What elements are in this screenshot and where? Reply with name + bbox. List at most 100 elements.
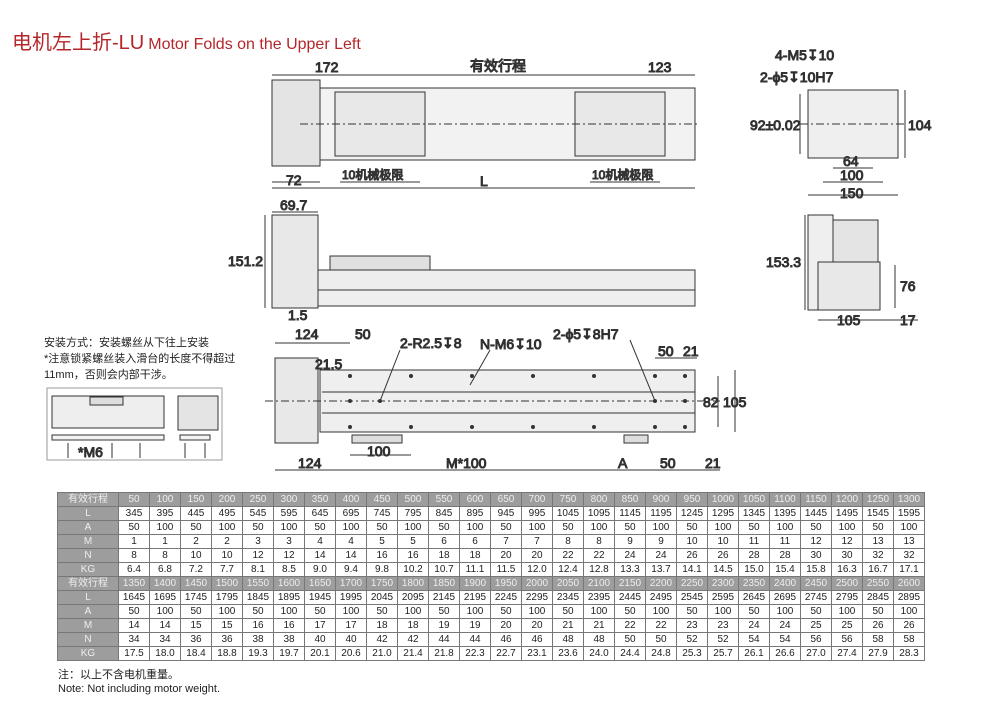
- stroke-cell: 1600: [273, 576, 305, 591]
- table-cell: 50: [552, 520, 584, 535]
- row-label: N: [57, 632, 119, 647]
- table-cell: 14: [304, 548, 336, 563]
- table-cell: 4: [335, 534, 367, 549]
- leader-line: [629, 339, 656, 402]
- table-cell: 100: [521, 604, 553, 619]
- stroke-cell: 200: [211, 492, 243, 507]
- table-cell: 100: [459, 604, 491, 619]
- table-cell: 1845: [242, 590, 274, 605]
- hole: [683, 399, 687, 403]
- table-cell: 40: [335, 632, 367, 647]
- table-cell: 50: [180, 520, 212, 535]
- table-cell: 100: [397, 604, 429, 619]
- mounting-holes: [348, 374, 687, 429]
- table-cell: 27.9: [862, 646, 894, 661]
- table-cell: 46: [490, 632, 522, 647]
- table-cell: 24: [738, 618, 770, 633]
- stroke-cell: 400: [335, 492, 367, 507]
- table-cell: 23: [707, 618, 739, 633]
- table-cell: 645: [304, 506, 336, 521]
- table-cell: 50: [304, 520, 336, 535]
- table-cell: 25.3: [676, 646, 708, 661]
- table-cell: 50: [862, 520, 894, 535]
- table-cell: 100: [149, 520, 181, 535]
- dim-L: L: [480, 173, 488, 189]
- motor-top: [271, 79, 321, 167]
- table-cell: 10.2: [397, 562, 429, 577]
- table-cell: 9.8: [366, 562, 398, 577]
- dim-100-end: 100: [840, 167, 864, 183]
- table-cell: 32: [893, 548, 925, 563]
- table-cell: 20: [490, 618, 522, 633]
- stroke-cell: 1050: [738, 492, 770, 507]
- table-cell: 3: [273, 534, 305, 549]
- label-pin-holes: 2-ϕ5↧8H7: [553, 326, 619, 342]
- table-cell: 50: [428, 520, 460, 535]
- stroke-cell: 1200: [831, 492, 863, 507]
- table-cell: 30: [831, 548, 863, 563]
- stroke-cell: 1700: [335, 576, 367, 591]
- table-cell: 19: [428, 618, 460, 633]
- stroke-cell: 1150: [800, 492, 832, 507]
- table-cell: 4: [304, 534, 336, 549]
- table-cell: 20: [521, 548, 553, 563]
- stroke-cell: 2000: [521, 576, 553, 591]
- stroke-cell: 2500: [831, 576, 863, 591]
- table-cell: 12: [800, 534, 832, 549]
- bottom-view: [265, 339, 736, 471]
- dim-21-bottom: 21: [705, 455, 721, 471]
- stroke-cell: 800: [583, 492, 615, 507]
- stroke-cell: 1650: [304, 576, 336, 591]
- table-cell: 22.7: [490, 646, 522, 661]
- table-cell: 23: [676, 618, 708, 633]
- dim-a: A: [618, 455, 628, 471]
- table-cell: 2: [180, 534, 212, 549]
- table-cell: 50: [676, 604, 708, 619]
- table-cell: 6: [459, 534, 491, 549]
- title-en: Motor Folds on the Upper Left: [148, 36, 361, 53]
- table-cell: 8: [552, 534, 584, 549]
- table-cell: 2445: [614, 590, 646, 605]
- table-cell: 12.8: [583, 562, 615, 577]
- table-cell: 50: [614, 604, 646, 619]
- table-cell: 14.1: [676, 562, 708, 577]
- table-cell: 26: [862, 618, 894, 633]
- table-cell: 2845: [862, 590, 894, 605]
- label-r-holes: 2-R2.5↧8: [400, 335, 462, 351]
- table-cell: 895: [459, 506, 491, 521]
- dim-150: 150: [840, 185, 864, 201]
- table-cell: 1545: [862, 506, 894, 521]
- install-note: 安装方式：安装螺丝从下往上安装 *注意锁紧螺丝装入滑台的长度不得超过11mm，否…: [44, 335, 254, 383]
- row-label: N: [57, 548, 119, 563]
- table-cell: 2645: [738, 590, 770, 605]
- table-cell: 7.2: [180, 562, 212, 577]
- stroke-cell: 650: [490, 492, 522, 507]
- table-cell: 2495: [645, 590, 677, 605]
- table-cell: 17: [304, 618, 336, 633]
- table-cell: 26: [893, 618, 925, 633]
- table-cell: 9: [645, 534, 677, 549]
- table-cell: 8: [118, 548, 150, 563]
- table-cell: 50: [428, 604, 460, 619]
- table-cell: 23.6: [552, 646, 584, 661]
- table-cell: 24: [769, 618, 801, 633]
- table-cell: 495: [211, 506, 243, 521]
- table-cell: 50: [676, 520, 708, 535]
- table-cell: 2345: [552, 590, 584, 605]
- stroke-cell: 1500: [211, 576, 243, 591]
- sketch-end-view: [177, 395, 219, 431]
- table-cell: 795: [397, 506, 429, 521]
- table-cell: 18.4: [180, 646, 212, 661]
- table-cell: 24: [645, 548, 677, 563]
- screw-m6-label: *M6: [78, 444, 103, 460]
- table-cell: 54: [769, 632, 801, 647]
- table-cell: 100: [211, 520, 243, 535]
- dim-21-right: 21: [683, 343, 699, 359]
- table-cell: 1895: [273, 590, 305, 605]
- table-cell: 50: [614, 632, 646, 647]
